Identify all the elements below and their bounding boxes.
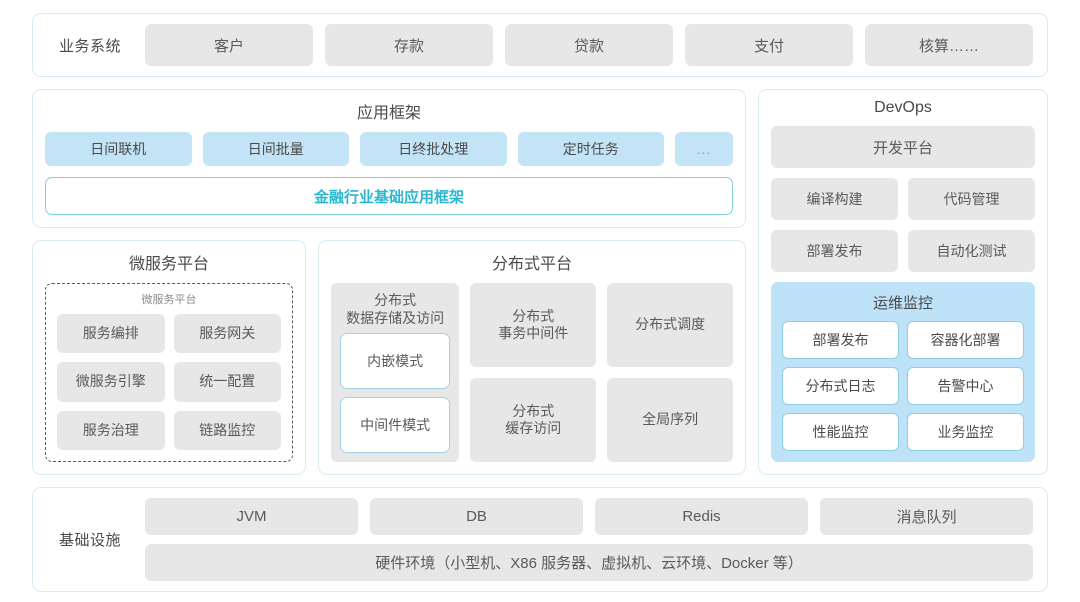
devops-panel: DevOps 开发平台 编译构建 代码管理 部署发布 自动化测试 运维监控 部 (758, 89, 1048, 475)
distributed-cell[interactable]: 全局序列 (607, 378, 733, 462)
microservice-cell[interactable]: 微服务引擎 (57, 362, 165, 402)
business-system-item[interactable]: 客户 (145, 24, 313, 66)
ops-monitor-cell[interactable]: 性能监控 (782, 413, 899, 451)
microservice-inner-title: 微服务平台 (141, 294, 197, 306)
middle-region: 应用框架 日间联机 日间批量 日终批处理 定时任务 ... 金融行业基础应用框架… (32, 89, 1048, 475)
infrastructure-item[interactable]: DB (370, 498, 583, 535)
infrastructure-item[interactable]: JVM (145, 498, 358, 535)
devops-cell[interactable]: 代码管理 (908, 178, 1035, 220)
distributed-cell[interactable]: 分布式调度 (607, 283, 733, 367)
ops-monitor-cell[interactable]: 业务监控 (907, 413, 1024, 451)
microservice-cell[interactable]: 服务治理 (57, 410, 165, 450)
devops-row: 编译构建 代码管理 (771, 178, 1035, 220)
storage-mode-embedded[interactable]: 内嵌模式 (340, 333, 451, 389)
infrastructure-stack: JVM DB Redis 消息队列 硬件环境（小型机、X86 服务器、虚拟机、云… (145, 498, 1033, 581)
devops-dev-platform[interactable]: 开发平台 (771, 126, 1035, 168)
devops-column: DevOps 开发平台 编译构建 代码管理 部署发布 自动化测试 运维监控 部 (758, 89, 1048, 475)
financial-base-framework-bar[interactable]: 金融行业基础应用框架 (45, 177, 733, 215)
ops-monitor-cell[interactable]: 部署发布 (782, 321, 899, 359)
distributed-platform-panel: 分布式平台 分布式 数据存储及访问 内嵌模式 中间件模式 分布式 事务中间件 分… (318, 240, 746, 475)
app-framework-chip[interactable]: 日间联机 (45, 132, 192, 166)
distributed-data-storage-card[interactable]: 分布式 数据存储及访问 内嵌模式 中间件模式 (331, 283, 460, 462)
microservice-cell-grid: 服务编排 服务网关 微服务引擎 统一配置 服务治理 链路监控 (57, 314, 281, 450)
microservice-inner-box: 微服务平台 服务编排 服务网关 微服务引擎 统一配置 服务治理 链路监控 (45, 283, 293, 462)
ops-monitor-cell[interactable]: 告警中心 (907, 367, 1024, 405)
hardware-environment-bar[interactable]: 硬件环境（小型机、X86 服务器、虚拟机、云环境、Docker 等） (145, 544, 1033, 581)
storage-mode-middleware[interactable]: 中间件模式 (340, 397, 451, 453)
infrastructure-label: 基础设施 (58, 532, 121, 549)
microservice-cell[interactable]: 服务编排 (57, 314, 165, 354)
business-system-item[interactable]: 存款 (325, 24, 493, 66)
distributed-platform-title: 分布式平台 (491, 256, 572, 273)
business-systems-band: 业务系统 客户 存款 贷款 支付 核算…… (32, 13, 1048, 77)
devops-title: DevOps (874, 99, 932, 116)
app-framework-title: 应用框架 (356, 105, 421, 122)
business-system-item[interactable]: 核算…… (865, 24, 1033, 66)
app-framework-chip[interactable]: 日终批处理 (360, 132, 507, 166)
distributed-cell[interactable]: 分布式 事务中间件 (470, 283, 597, 367)
distributed-cell[interactable]: 分布式 缓存访问 (470, 378, 597, 462)
business-systems-items: 客户 存款 贷款 支付 核算…… (145, 24, 1033, 66)
app-framework-chip[interactable]: 日间批量 (202, 132, 349, 166)
microservice-cell[interactable]: 统一配置 (173, 362, 281, 402)
app-framework-chip[interactable]: 定时任务 (517, 132, 664, 166)
ops-monitor-grid: 部署发布 容器化部署 分布式日志 告警中心 性能监控 业务监控 (782, 321, 1024, 451)
infrastructure-band: 基础设施 JVM DB Redis 消息队列 硬件环境（小型机、X86 服务器、… (32, 487, 1048, 592)
devops-body: 开发平台 编译构建 代码管理 部署发布 自动化测试 运维监控 部署发布 容器化部… (759, 126, 1047, 474)
ops-monitor-title: 运维监控 (872, 295, 933, 312)
platform-column: 应用框架 日间联机 日间批量 日终批处理 定时任务 ... 金融行业基础应用框架… (32, 89, 746, 475)
business-systems-label: 业务系统 (58, 37, 121, 55)
microservice-cell[interactable]: 链路监控 (173, 410, 281, 450)
app-framework-panel: 应用框架 日间联机 日间批量 日终批处理 定时任务 ... 金融行业基础应用框架 (32, 89, 746, 228)
app-framework-chips: 日间联机 日间批量 日终批处理 定时任务 ... (45, 132, 733, 166)
microservice-cell[interactable]: 服务网关 (173, 314, 281, 354)
devops-cell[interactable]: 部署发布 (771, 230, 898, 272)
ops-monitor-cell[interactable]: 分布式日志 (782, 367, 899, 405)
ops-monitor-panel: 运维监控 部署发布 容器化部署 分布式日志 告警中心 性能监控 业务监控 (771, 282, 1035, 462)
infrastructure-item[interactable]: 消息队列 (820, 498, 1033, 535)
distributed-grid: 分布式 数据存储及访问 内嵌模式 中间件模式 分布式 事务中间件 分布式调度 分… (331, 283, 733, 462)
app-framework-chip-more[interactable]: ... (675, 132, 733, 166)
distributed-data-storage-title: 分布式 数据存储及访问 (346, 292, 445, 326)
devops-cell[interactable]: 编译构建 (771, 178, 898, 220)
devops-row: 部署发布 自动化测试 (771, 230, 1035, 272)
business-system-item[interactable]: 贷款 (505, 24, 673, 66)
devops-cell[interactable]: 自动化测试 (908, 230, 1035, 272)
infrastructure-item[interactable]: Redis (595, 498, 808, 535)
lower-platforms: 微服务平台 微服务平台 服务编排 服务网关 微服务引擎 统一配置 服务治理 链路… (32, 240, 746, 475)
business-system-item[interactable]: 支付 (685, 24, 853, 66)
infrastructure-items: JVM DB Redis 消息队列 (145, 498, 1033, 535)
microservice-platform-title: 微服务平台 (128, 256, 209, 273)
ops-monitor-cell[interactable]: 容器化部署 (907, 321, 1024, 359)
microservice-platform-panel: 微服务平台 微服务平台 服务编排 服务网关 微服务引擎 统一配置 服务治理 链路… (32, 240, 306, 475)
storage-mode-stack: 内嵌模式 中间件模式 (340, 333, 451, 453)
